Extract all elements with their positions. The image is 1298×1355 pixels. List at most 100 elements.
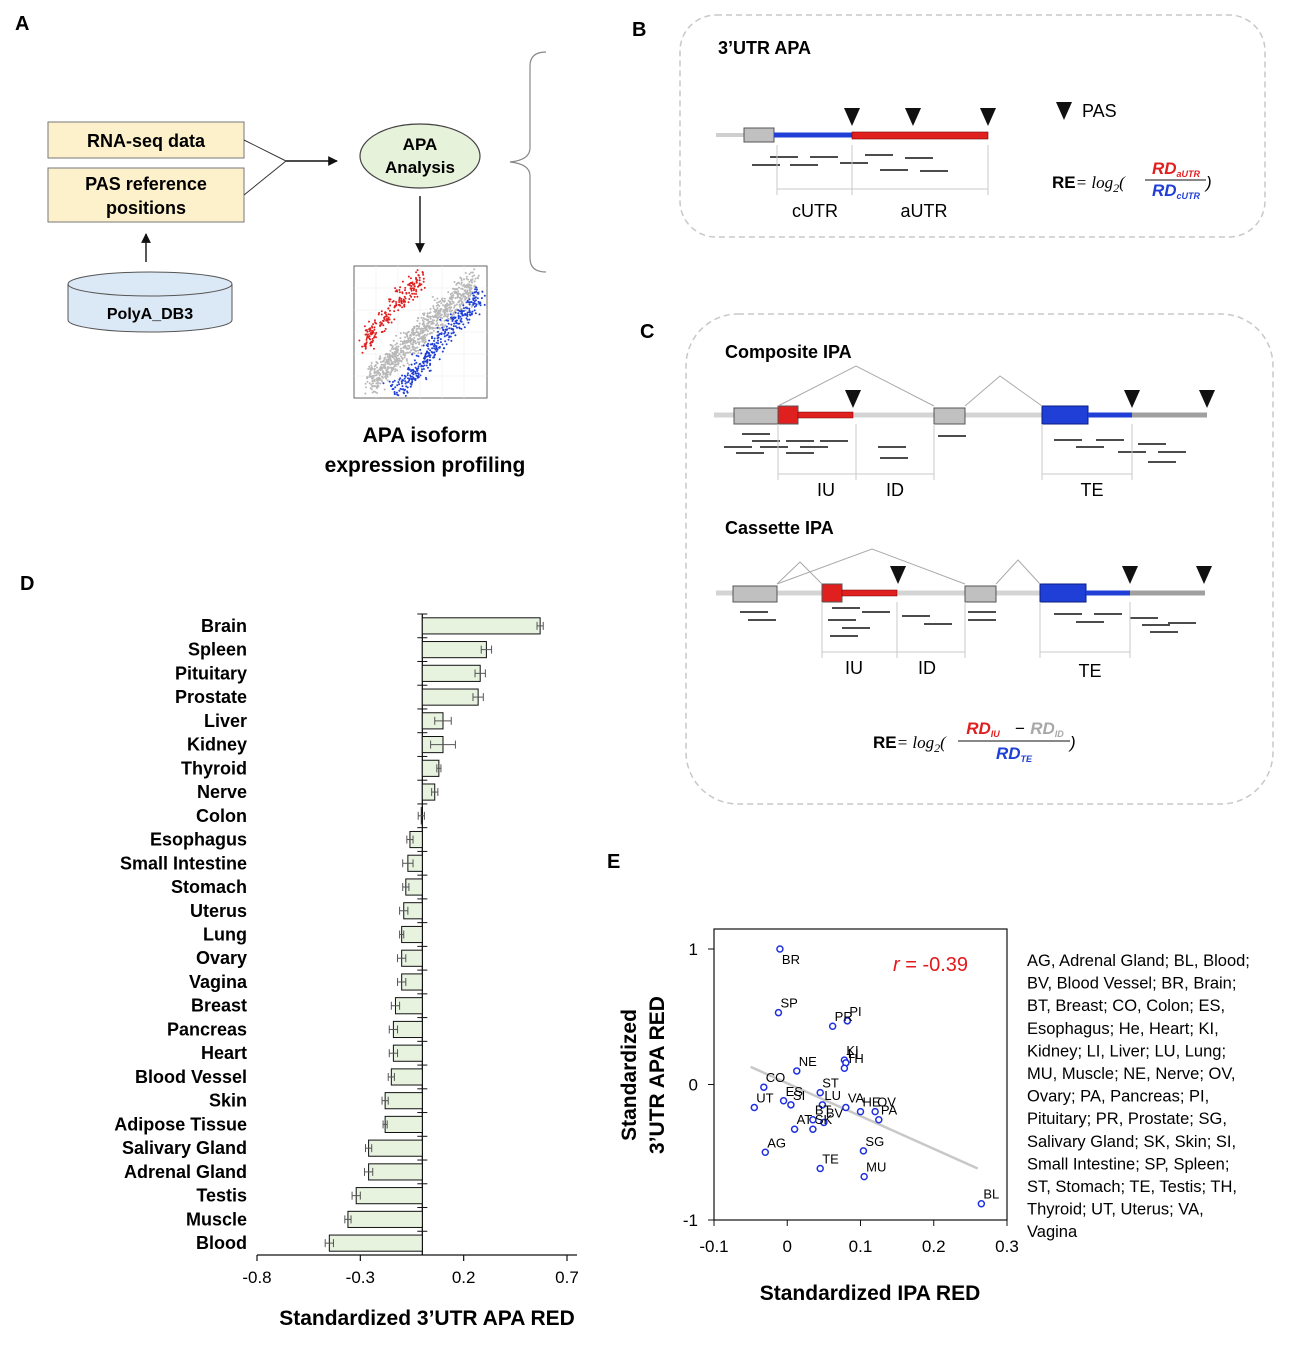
- thumb-red-dot: [412, 289, 415, 292]
- thumb-red-dot: [394, 290, 397, 293]
- scatter-point: [750, 1103, 759, 1112]
- point-label: TE: [822, 1152, 839, 1167]
- thumb-gray-dot: [442, 299, 444, 302]
- thumb-blue-dot: [410, 370, 412, 373]
- thumb-blue-dot: [465, 313, 468, 316]
- thumb-gray-dot: [380, 363, 383, 366]
- thumb-blue-dot: [443, 347, 446, 350]
- scatter-point: [875, 1115, 883, 1124]
- thumb-gray-dot: [408, 345, 411, 348]
- thumb-gray-dot: [428, 332, 431, 335]
- thumb-gray-dot: [382, 373, 385, 376]
- thumb-blue-dot: [433, 339, 435, 342]
- thumb-gray-dot: [444, 324, 447, 327]
- thumb-gray-dot: [436, 301, 438, 304]
- thumb-red-dot: [383, 330, 386, 332]
- thumb-blue-dot: [452, 325, 455, 328]
- thumb-gray-dot: [367, 368, 370, 370]
- thumb-blue-dot: [438, 333, 441, 336]
- thumb-red-dot: [377, 313, 380, 316]
- thumb-gray-dot: [385, 352, 388, 355]
- thumb-blue-dot: [441, 326, 444, 329]
- thumb-red-dot: [373, 347, 375, 350]
- category-label: Heart: [201, 1043, 247, 1063]
- thumb-red-dot: [366, 330, 369, 333]
- thumb-gray-dot: [460, 294, 463, 297]
- thumb-gray-dot: [438, 327, 441, 330]
- thumb-gray-dot: [377, 377, 380, 380]
- thumb-red-dot: [361, 345, 364, 348]
- y-tick-label: 1: [689, 940, 698, 959]
- thumb-gray-dot: [396, 354, 399, 357]
- thumb-gray-dot: [455, 309, 458, 312]
- thumb-gray-dot: [442, 315, 445, 318]
- thumb-blue-dot: [452, 318, 455, 321]
- thumb-gray-dot: [471, 281, 473, 284]
- thumb-gray-dot: [406, 362, 409, 365]
- thumb-blue-dot: [433, 337, 436, 340]
- thumb-blue-dot: [435, 341, 438, 344]
- thumb-red-dot: [364, 329, 367, 332]
- thumb-gray-dot: [417, 352, 420, 355]
- thumb-blue-dot: [473, 300, 476, 303]
- thumb-red-dot: [407, 283, 410, 286]
- thumb-blue-dot: [436, 337, 439, 340]
- svg-text:): ): [1204, 173, 1212, 192]
- scatter-point: [761, 1148, 770, 1156]
- panel-d-letter: D: [20, 573, 34, 595]
- thumb-blue-dot: [447, 338, 450, 341]
- thumb-blue-dot: [456, 326, 458, 329]
- thumb-blue-dot: [468, 313, 471, 316]
- thumb-gray-dot: [451, 309, 454, 312]
- thumb-red-dot: [398, 289, 401, 291]
- point-label: PA: [881, 1103, 898, 1118]
- thumb-blue-dot: [457, 317, 460, 320]
- thumb-red-dot: [366, 335, 369, 338]
- thumb-red-dot: [401, 306, 404, 309]
- thumb-red-dot: [379, 325, 382, 327]
- thumb-blue-dot: [421, 368, 423, 371]
- thumb-red-dot: [410, 285, 413, 288]
- pasref-label-line1: PAS reference: [85, 174, 207, 194]
- category-label: Skin: [209, 1091, 247, 1111]
- thumb-blue-dot: [473, 294, 476, 297]
- thumb-red-dot: [403, 304, 406, 307]
- thumb-gray-dot: [380, 361, 382, 363]
- thumb-gray-dot: [368, 382, 371, 385]
- thumb-gray-dot: [386, 361, 389, 364]
- thumb-blue-dot: [390, 385, 393, 388]
- thumb-blue-dot: [474, 302, 476, 305]
- thumb-gray-dot: [403, 364, 406, 367]
- thumb-red-dot: [373, 326, 376, 329]
- thumb-gray-dot: [389, 373, 392, 376]
- category-label: Pancreas: [167, 1019, 247, 1039]
- scatter-point: [842, 1103, 850, 1112]
- thumb-red-dot: [381, 322, 383, 325]
- cassette-iu-exon: [821, 583, 843, 603]
- thumb-blue-dot: [475, 288, 478, 291]
- thumb-gray-dot: [449, 318, 452, 321]
- thumb-gray-dot: [465, 285, 468, 288]
- thumb-gray-dot: [370, 377, 373, 380]
- thumb-gray-dot: [402, 353, 405, 356]
- x-tick-label: 0.1: [849, 1237, 873, 1256]
- svg-text:RE= log2(: RE= log2(: [1052, 173, 1126, 195]
- thumb-blue-dot: [393, 391, 396, 393]
- thumb-blue-dot: [434, 348, 437, 351]
- thumb-gray-dot: [388, 353, 391, 356]
- thumb-blue-dot: [452, 328, 454, 331]
- thumb-blue-dot: [450, 323, 453, 326]
- thumb-gray-dot: [453, 281, 456, 283]
- thumb-red-dot: [369, 332, 372, 335]
- thumb-gray-dot: [458, 293, 461, 296]
- thumb-gray-dot: [395, 356, 397, 358]
- thumb-blue-dot: [424, 352, 427, 355]
- thumb-red-dot: [384, 327, 387, 330]
- thumb-red-dot: [364, 346, 367, 348]
- thumb-blue-dot: [401, 374, 404, 377]
- category-label: Esophagus: [150, 830, 247, 850]
- thumb-gray-dot: [451, 287, 454, 290]
- thumb-blue-dot: [408, 368, 411, 371]
- legend-line: Thyroid; UT, Uterus; VA,: [1027, 1201, 1204, 1219]
- thumb-gray-dot: [470, 271, 472, 274]
